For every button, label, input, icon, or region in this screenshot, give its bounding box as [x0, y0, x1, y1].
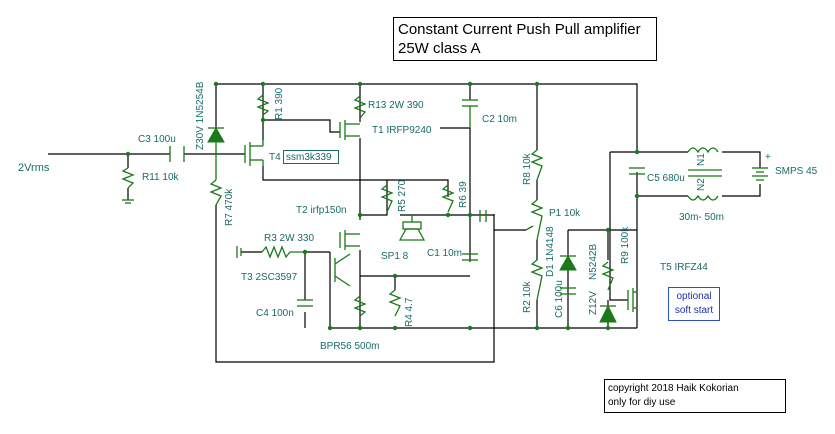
label-p1: P1 10k — [549, 208, 581, 219]
label-t2: T2 irfp150n — [296, 205, 347, 216]
label-t4: T4 — [269, 152, 281, 163]
soft-start-line-1: optional — [676, 291, 712, 302]
soft-start-line-2: soft start — [674, 305, 714, 316]
label-c5: C5 680u — [647, 173, 685, 184]
label-r1: R1 390 — [274, 87, 285, 120]
label-plus: + — [765, 152, 771, 163]
label-t1: T1 IRFP9240 — [372, 125, 432, 136]
label-ssm: ssm3k339 — [286, 152, 332, 163]
label-r11: R11 10k — [142, 172, 180, 183]
label-input: 2Vrms — [18, 162, 50, 174]
wires — [48, 83, 761, 363]
label-r5: R5 270 — [397, 179, 408, 212]
label-r3: R3 2W 330 — [264, 233, 314, 244]
copyright-line-1: copyright 2018 Haik Kokorian — [608, 383, 739, 394]
label-smps: SMPS 45 — [775, 166, 818, 177]
copyright-line-2: only for diy use — [608, 397, 676, 408]
components — [121, 94, 768, 323]
component-labels: 2Vrms C3 100u R11 10k Z30V 1N5254B R1 39… — [18, 81, 818, 352]
label-r7: R7 470k — [224, 188, 235, 226]
label-c6: C6 100u — [554, 280, 565, 318]
label-r2: R2 10k — [522, 280, 533, 313]
label-bpr: BPR56 500m — [320, 341, 379, 352]
label-c1: C1 10m — [427, 248, 462, 259]
label-t3: T3 2SC3597 — [241, 272, 298, 283]
label-c2: C2 10m — [482, 114, 517, 125]
label-z30: Z30V 1N5254B — [195, 81, 206, 150]
label-r8: R8 10k — [522, 152, 533, 185]
label-n1: N1 — [696, 153, 707, 166]
copyright-box: copyright 2018 Haik Kokorian only for di… — [604, 379, 786, 413]
title-line-1: Constant Current Push Pull amplifier — [398, 21, 641, 38]
label-r13: R13 2W 390 — [368, 100, 424, 111]
label-t5: T5 IRFZ44 — [660, 262, 708, 273]
label-n5242b: N5242B — [588, 244, 599, 280]
label-z12v: Z12V — [588, 291, 599, 315]
label-n2: N2 — [696, 178, 707, 191]
title-line-2: 25W class A — [398, 40, 481, 57]
ssm-label-box: ssm3k339 — [283, 150, 339, 164]
junctions — [125, 81, 640, 331]
label-r4: R4 4.7 — [404, 297, 415, 327]
title-box: Constant Current Push Pull amplifier 25W… — [393, 17, 657, 61]
label-sp1: SP1 8 — [381, 251, 409, 262]
label-d1: D1 1N4148 — [545, 226, 556, 277]
label-c4: C4 100n — [256, 308, 294, 319]
soft-start-box: optional soft start — [668, 287, 720, 321]
label-c3: C3 100u — [138, 134, 176, 145]
label-r6: R6 39 — [458, 181, 469, 208]
label-r9: R9 100k — [620, 226, 631, 264]
label-inductor: 30m- 50m — [679, 212, 724, 223]
